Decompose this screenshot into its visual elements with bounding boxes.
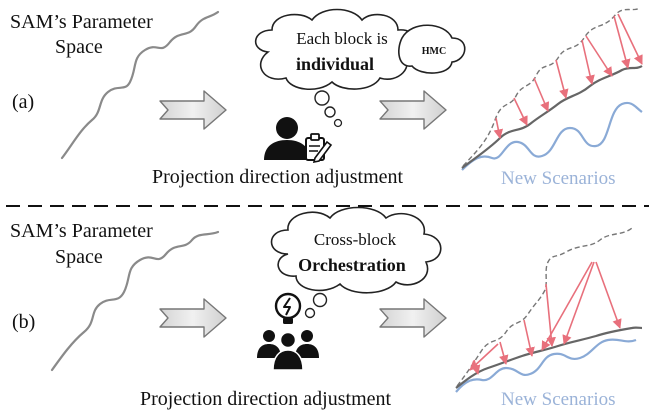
scenario-graph-b — [455, 227, 643, 393]
bubble-text-line2-b: Orchestration — [298, 255, 406, 275]
panel-b: SAM’s Parameter Space (b) Cross-block Or… — [10, 206, 643, 410]
space-title-line1-b: SAM’s Parameter — [10, 220, 153, 242]
blue-scenario-curve-b — [455, 338, 637, 393]
bubble-note-a: HMC — [422, 46, 446, 57]
dashed-trajectory-a — [462, 7, 641, 167]
panel-a: SAM’s Parameter Space (a) Each block is … — [10, 7, 643, 189]
bubble-text-line2-a: individual — [296, 54, 374, 74]
thought-bubble-a — [254, 8, 466, 128]
caption-a: Projection direction adjustment — [152, 166, 403, 188]
bubble-text-line1-a: Each block is — [296, 29, 388, 48]
scenario-graph-a — [461, 7, 643, 171]
person-with-clipboard-icon — [264, 117, 333, 164]
right-block-arrow-icon — [379, 90, 447, 130]
team-with-lightbulb-icon — [257, 292, 319, 371]
space-title-line2-b: Space — [55, 246, 103, 268]
dashed-trajectory-b — [456, 227, 633, 387]
scenario-label-b: New Scenarios — [501, 389, 616, 410]
red-projection-arrows-a — [493, 13, 643, 139]
parameter-curve-b — [50, 230, 220, 372]
panel-tag-b: (b) — [12, 311, 35, 333]
panel-tag-a: (a) — [12, 91, 34, 113]
right-block-arrow-icon — [379, 298, 447, 338]
blue-scenario-curve-a — [461, 101, 643, 171]
bubble-text-line1-b: Cross-block — [314, 230, 397, 249]
thought-bubble-b — [270, 206, 442, 319]
projected-curve-b — [455, 326, 643, 389]
parameter-curve-a — [60, 10, 220, 160]
space-title-line2-a: Space — [55, 36, 103, 58]
caption-b: Projection direction adjustment — [140, 388, 391, 410]
projected-curve-a — [461, 65, 643, 169]
space-title-line1-a: SAM’s Parameter — [10, 11, 153, 33]
red-projection-arrows-b — [469, 261, 622, 375]
right-block-arrow-icon — [159, 90, 227, 130]
scenario-label-a: New Scenarios — [501, 168, 616, 189]
right-block-arrow-icon — [159, 298, 227, 338]
